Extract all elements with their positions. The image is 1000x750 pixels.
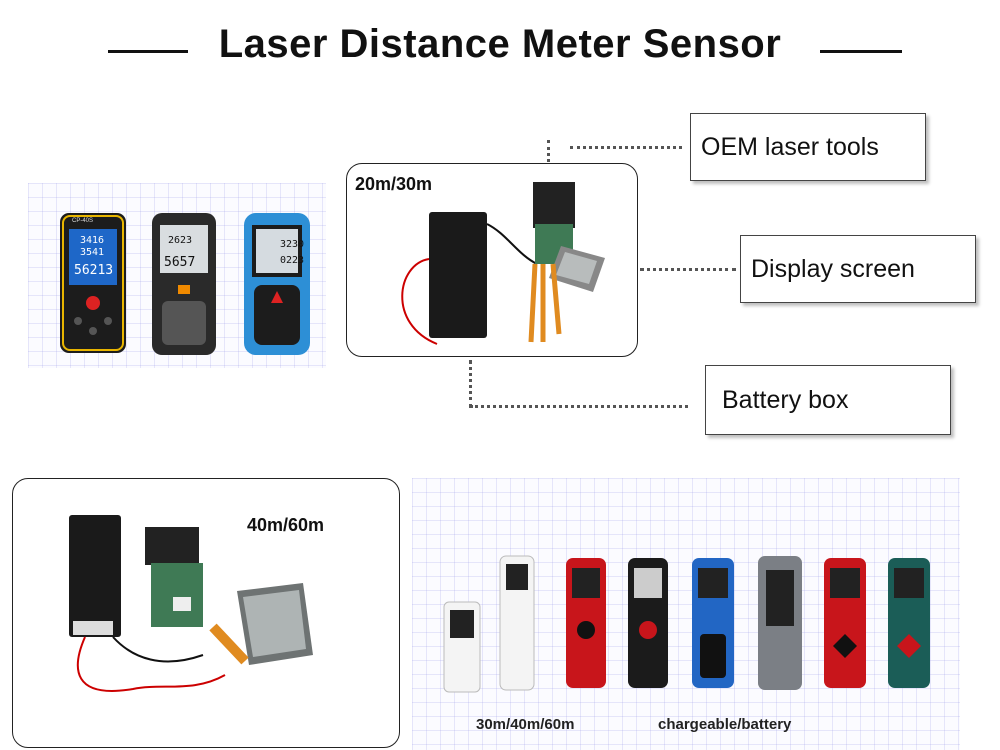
callout-oem-laser-tools: OEM laser tools bbox=[690, 113, 926, 181]
bottom-device-gallery: 30m/40m/60m chargeable/battery bbox=[412, 478, 960, 750]
small-module-illustration bbox=[401, 182, 605, 345]
title-line-right bbox=[820, 50, 902, 53]
caption-range: 30m/40m/60m bbox=[476, 716, 575, 733]
device-red-1 bbox=[566, 558, 606, 688]
connector-battery-vertical bbox=[469, 360, 472, 408]
device-white-small bbox=[443, 601, 481, 693]
device-grey-orange bbox=[152, 213, 216, 355]
module-panel-small: 20m/30m bbox=[346, 163, 638, 357]
module-range-label-large: 40m/60m bbox=[247, 515, 325, 535]
connector-top-vertical bbox=[547, 140, 550, 162]
module-panel-large: 40m/60m bbox=[12, 478, 400, 748]
device-black-yellow bbox=[60, 213, 126, 353]
caption-power: chargeable/battery bbox=[658, 716, 792, 733]
device-blue-2 bbox=[692, 558, 734, 688]
device-red-2 bbox=[824, 558, 866, 688]
device3-reading-2: 0223 bbox=[280, 255, 305, 266]
device-black-red bbox=[628, 558, 668, 688]
bottom-device-illustrations bbox=[443, 555, 930, 693]
device1-model: CP-40S bbox=[72, 218, 94, 224]
large-module-illustration bbox=[69, 515, 313, 692]
module-range-label-small: 20m/30m bbox=[355, 174, 433, 194]
device1-reading-3: 56213 bbox=[74, 263, 114, 278]
connector-display bbox=[640, 268, 736, 271]
title-line-left bbox=[108, 50, 188, 53]
top-device-illustrations bbox=[60, 213, 310, 355]
top-device-gallery: CP-40S 3416 3541 56213 2623 5657 3230 02… bbox=[28, 183, 326, 368]
callout-battery-box: Battery box bbox=[705, 365, 951, 435]
device2-reading-1: 2623 bbox=[168, 235, 193, 246]
device1-reading-2: 3541 bbox=[80, 247, 105, 258]
device3-reading-1: 3230 bbox=[280, 239, 305, 250]
page-title: Laser Distance Meter Sensor bbox=[218, 22, 782, 66]
connector-oem bbox=[570, 146, 682, 149]
callout-display-screen: Display screen bbox=[740, 235, 976, 303]
device-blue bbox=[244, 213, 310, 355]
device1-reading-1: 3416 bbox=[80, 235, 105, 246]
device-teal bbox=[888, 558, 930, 688]
device-silver bbox=[758, 556, 802, 690]
connector-battery bbox=[470, 405, 688, 408]
device-white-tall bbox=[499, 555, 535, 691]
device2-reading-2: 5657 bbox=[164, 255, 196, 270]
